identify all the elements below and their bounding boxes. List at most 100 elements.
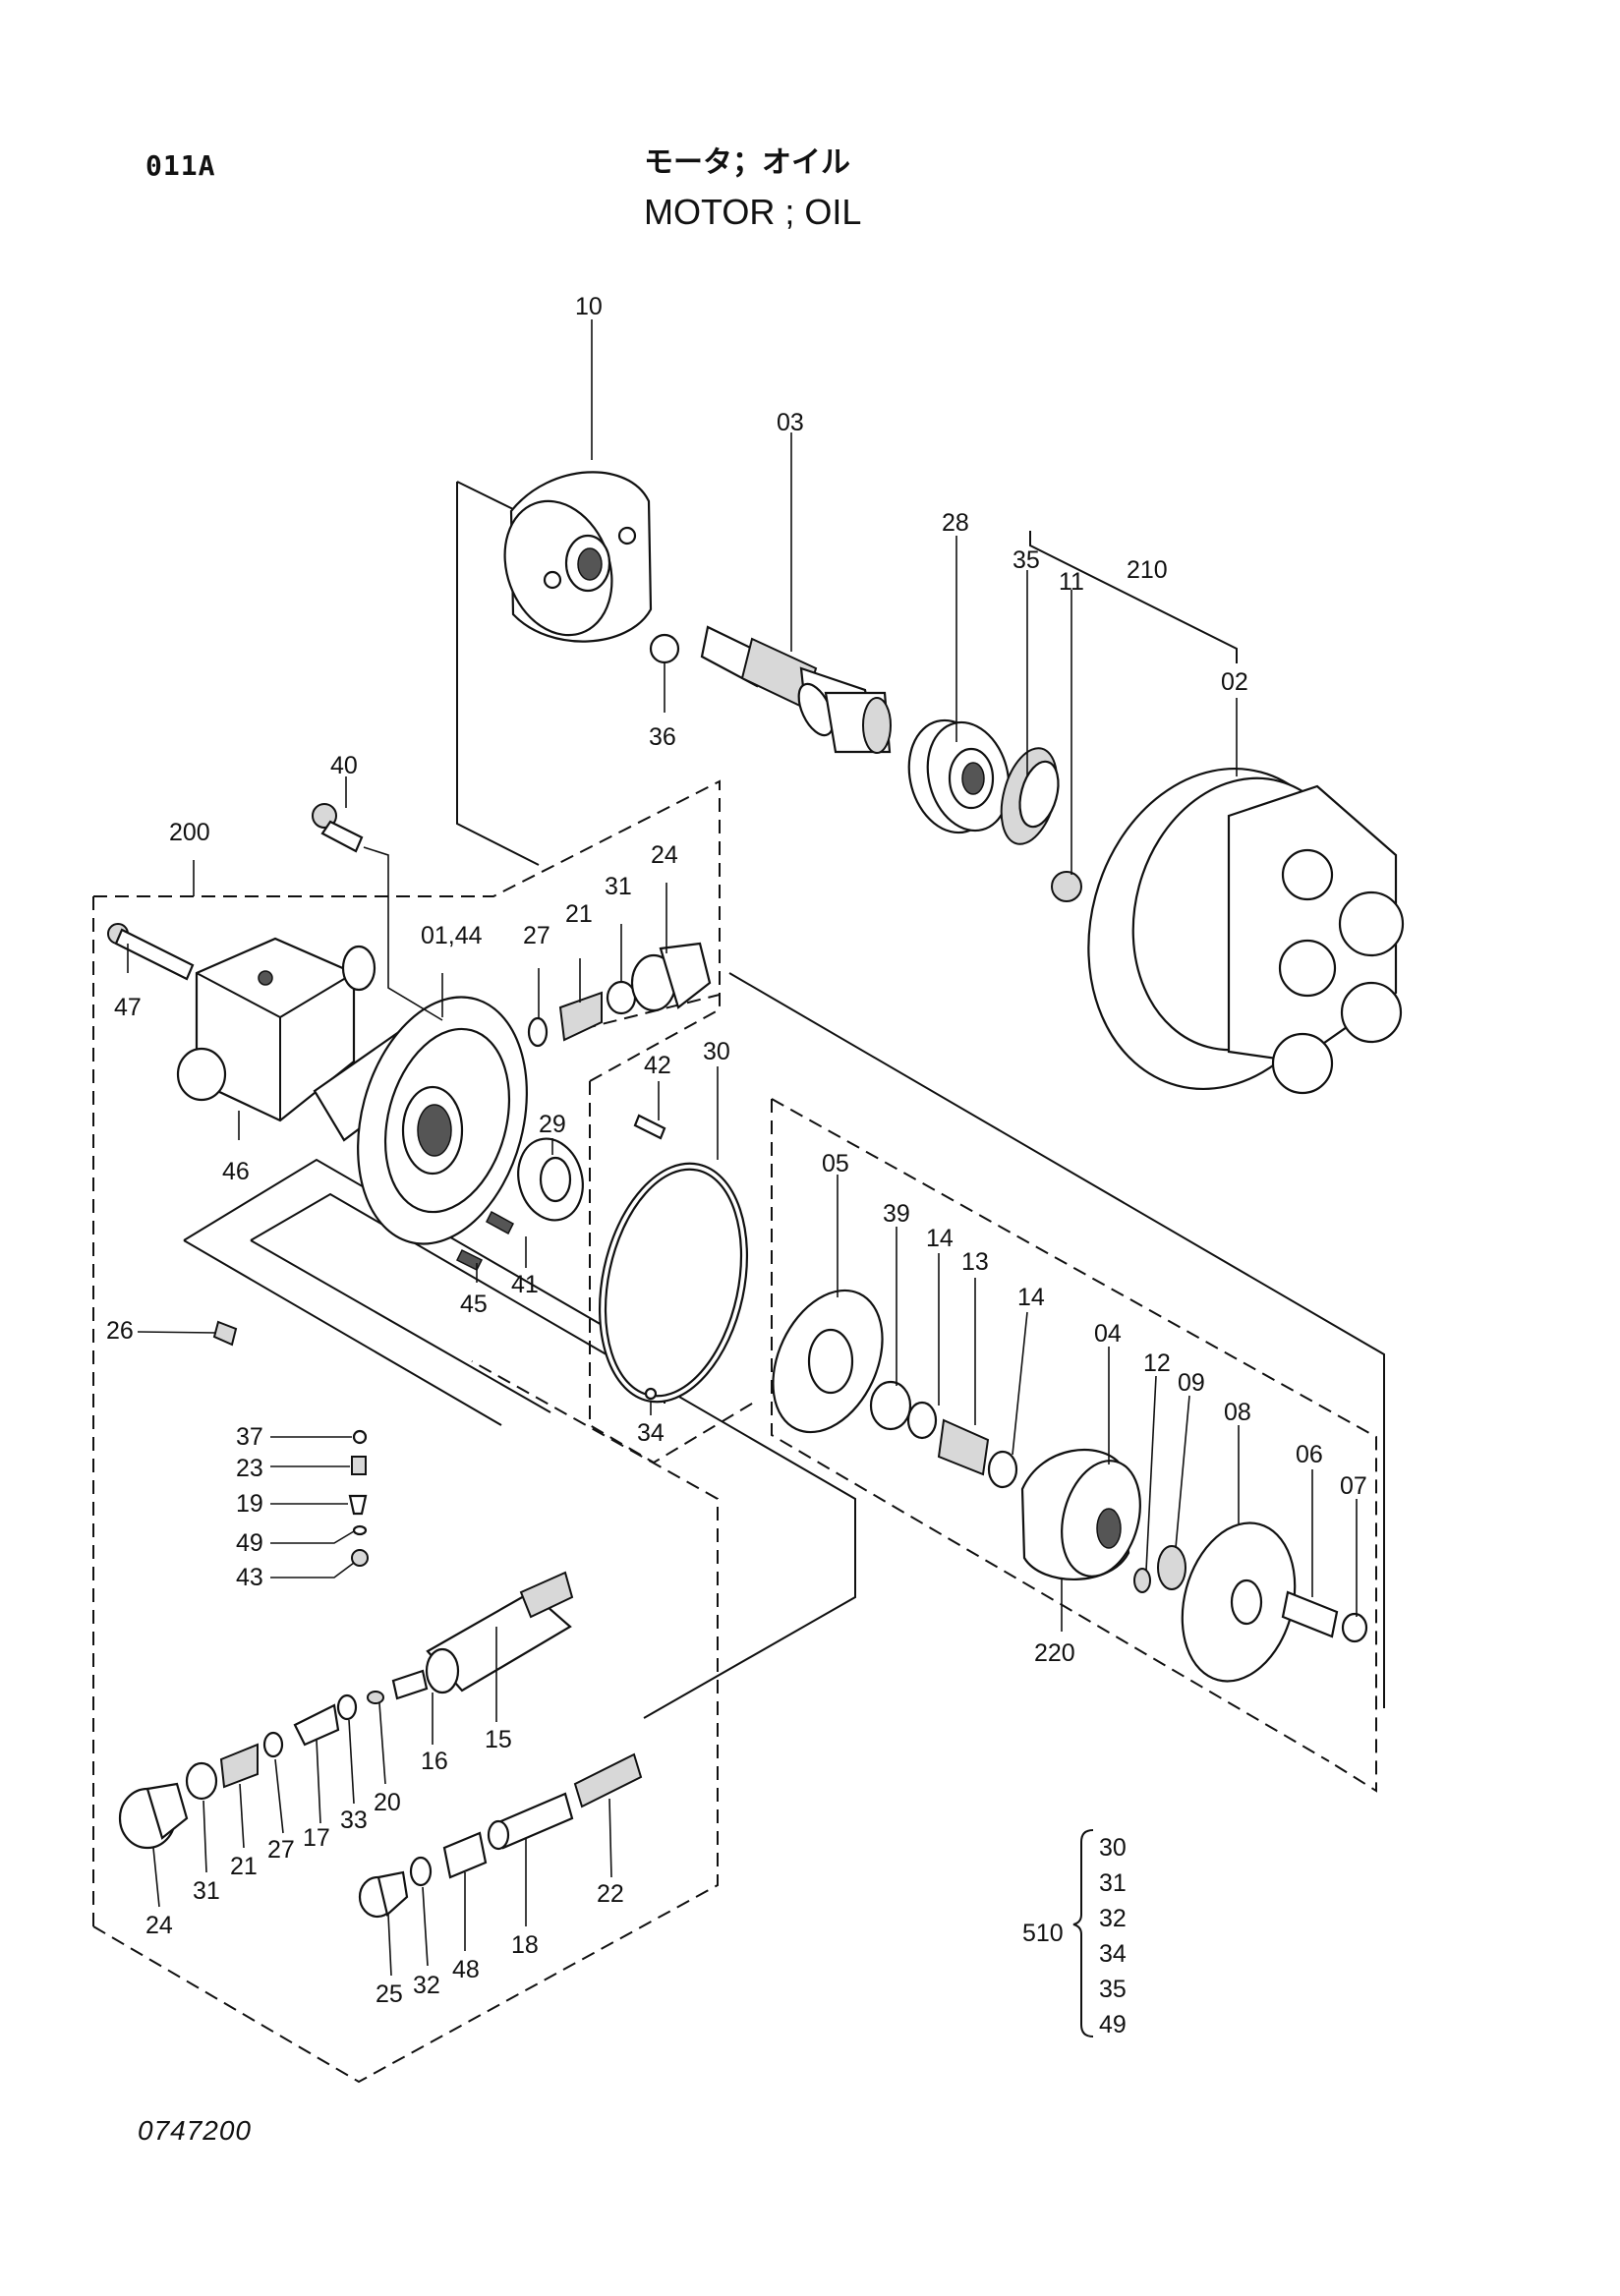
kit-item-2: 32 [1099,1905,1127,1932]
boundary-30-top [589,995,721,1082]
part-47-bolt [107,923,195,981]
title-japanese: モータ；オイル [644,145,850,180]
part-06-piston [1281,1590,1339,1638]
callout-17: 17 [303,1824,330,1852]
outline-to-220 [728,972,1385,1708]
kit-item-1: 31 [1099,1869,1127,1897]
part-31-ring-upper [606,980,637,1015]
callout-labels: 10 03 28 35 11 210 02 36 40 200 01,44 27… [106,293,1367,2008]
callout-15: 15 [485,1726,512,1753]
leader-lines [127,319,1358,1977]
callout-22: 22 [597,1880,624,1908]
callout-41: 41 [511,1271,539,1298]
callout-24-lower: 24 [145,1912,173,1939]
title-english: MOTOR ; OIL [644,192,862,232]
part-26-screw [212,1320,238,1347]
bracket-210 [1029,531,1238,663]
callout-32: 32 [413,1972,440,1999]
callout-09: 09 [1178,1369,1205,1397]
part-46-valve-block [176,937,376,1122]
callout-36: 36 [649,723,676,751]
callout-16: 16 [421,1748,448,1775]
part-22-spring [573,1752,643,1808]
part-40-bolt [312,803,364,853]
callout-26: 26 [106,1317,134,1345]
part-05-valve-plate [772,1289,884,1434]
part-11-bushing [1051,871,1082,902]
part-37-o-ring [352,1429,368,1445]
part-49-o-ring [352,1524,368,1536]
leader-bracket-10b [456,481,514,510]
boundary-200-upper [93,779,721,1028]
boundary-220-right [771,1098,1377,1793]
callout-19: 19 [236,1490,263,1518]
callout-45: 45 [460,1291,488,1318]
callout-37: 37 [236,1423,263,1451]
document-number: 0747200 [138,2115,253,2146]
callout-31-upper: 31 [605,873,632,900]
page-code: 011A [145,149,216,182]
callout-47: 47 [114,994,142,1021]
part-20-spring [367,1691,384,1704]
callout-13: 13 [961,1248,989,1276]
callout-10: 10 [575,293,603,320]
callout-29: 29 [539,1111,566,1138]
callout-30: 30 [703,1038,730,1065]
part-42-pin [633,1114,666,1140]
part-41-pin [486,1210,514,1235]
callout-21-upper: 21 [565,900,593,928]
outline-lower-b [250,1192,856,1719]
callout-35: 35 [1012,546,1040,574]
part-10-cover-plate [503,471,653,643]
kit-item-0: 30 [1099,1834,1127,1862]
part-14-washer-a [906,1401,938,1440]
callout-03: 03 [777,409,804,436]
part-14-washer-b [987,1450,1018,1489]
callout-43: 43 [236,1564,263,1591]
callout-20: 20 [374,1789,401,1816]
callout-34: 34 [637,1419,665,1447]
callout-27-lower: 27 [267,1836,295,1864]
callout-200: 200 [169,819,210,846]
callout-18: 18 [511,1931,539,1959]
callout-24-upper: 24 [651,841,678,869]
kit-item-4: 35 [1099,1976,1127,2003]
part-33-o-ring [336,1693,358,1721]
part-25-plug [358,1870,409,1919]
outline-lower-d [250,1239,551,1413]
callout-05: 05 [822,1150,849,1177]
part-07-shoe [1341,1612,1368,1643]
part-39-snap-ring [869,1380,912,1431]
part-15-spool [425,1571,574,1694]
part-08-retainer-plate [1181,1521,1297,1683]
kit-item-5: 49 [1099,2011,1127,2038]
part-27-washer-lower [262,1731,284,1758]
part-27-washer-upper [527,1016,549,1048]
callout-14-a: 14 [926,1225,954,1252]
part-02-housing [1087,768,1405,1095]
callout-11: 11 [1059,568,1084,596]
part-36-ball [649,633,680,664]
callout-210: 210 [1127,556,1168,584]
part-18-spool [487,1792,574,1851]
callout-31-lower: 31 [193,1877,220,1905]
callout-01-44: 01,44 [421,922,483,949]
part-12-pin [1133,1568,1151,1593]
callout-33: 33 [340,1807,368,1834]
part-03-shaft [700,625,892,754]
kit-label: 510 [1022,1920,1064,1947]
callout-25: 25 [376,1980,403,2008]
callout-04: 04 [1094,1320,1122,1348]
callout-48: 48 [452,1956,480,1983]
part-28-bearing [907,718,1011,834]
part-24-plug-lower [118,1782,189,1850]
part-34-o-ring [644,1387,658,1401]
callout-220: 220 [1034,1639,1075,1667]
part-48-sleeve [442,1831,488,1879]
callout-12: 12 [1143,1349,1171,1377]
part-19-poppet [348,1494,368,1516]
callout-49: 49 [236,1529,263,1557]
part-13-spring [937,1418,990,1476]
boundary-30 [589,1081,758,1464]
part-17-poppet [293,1703,340,1747]
